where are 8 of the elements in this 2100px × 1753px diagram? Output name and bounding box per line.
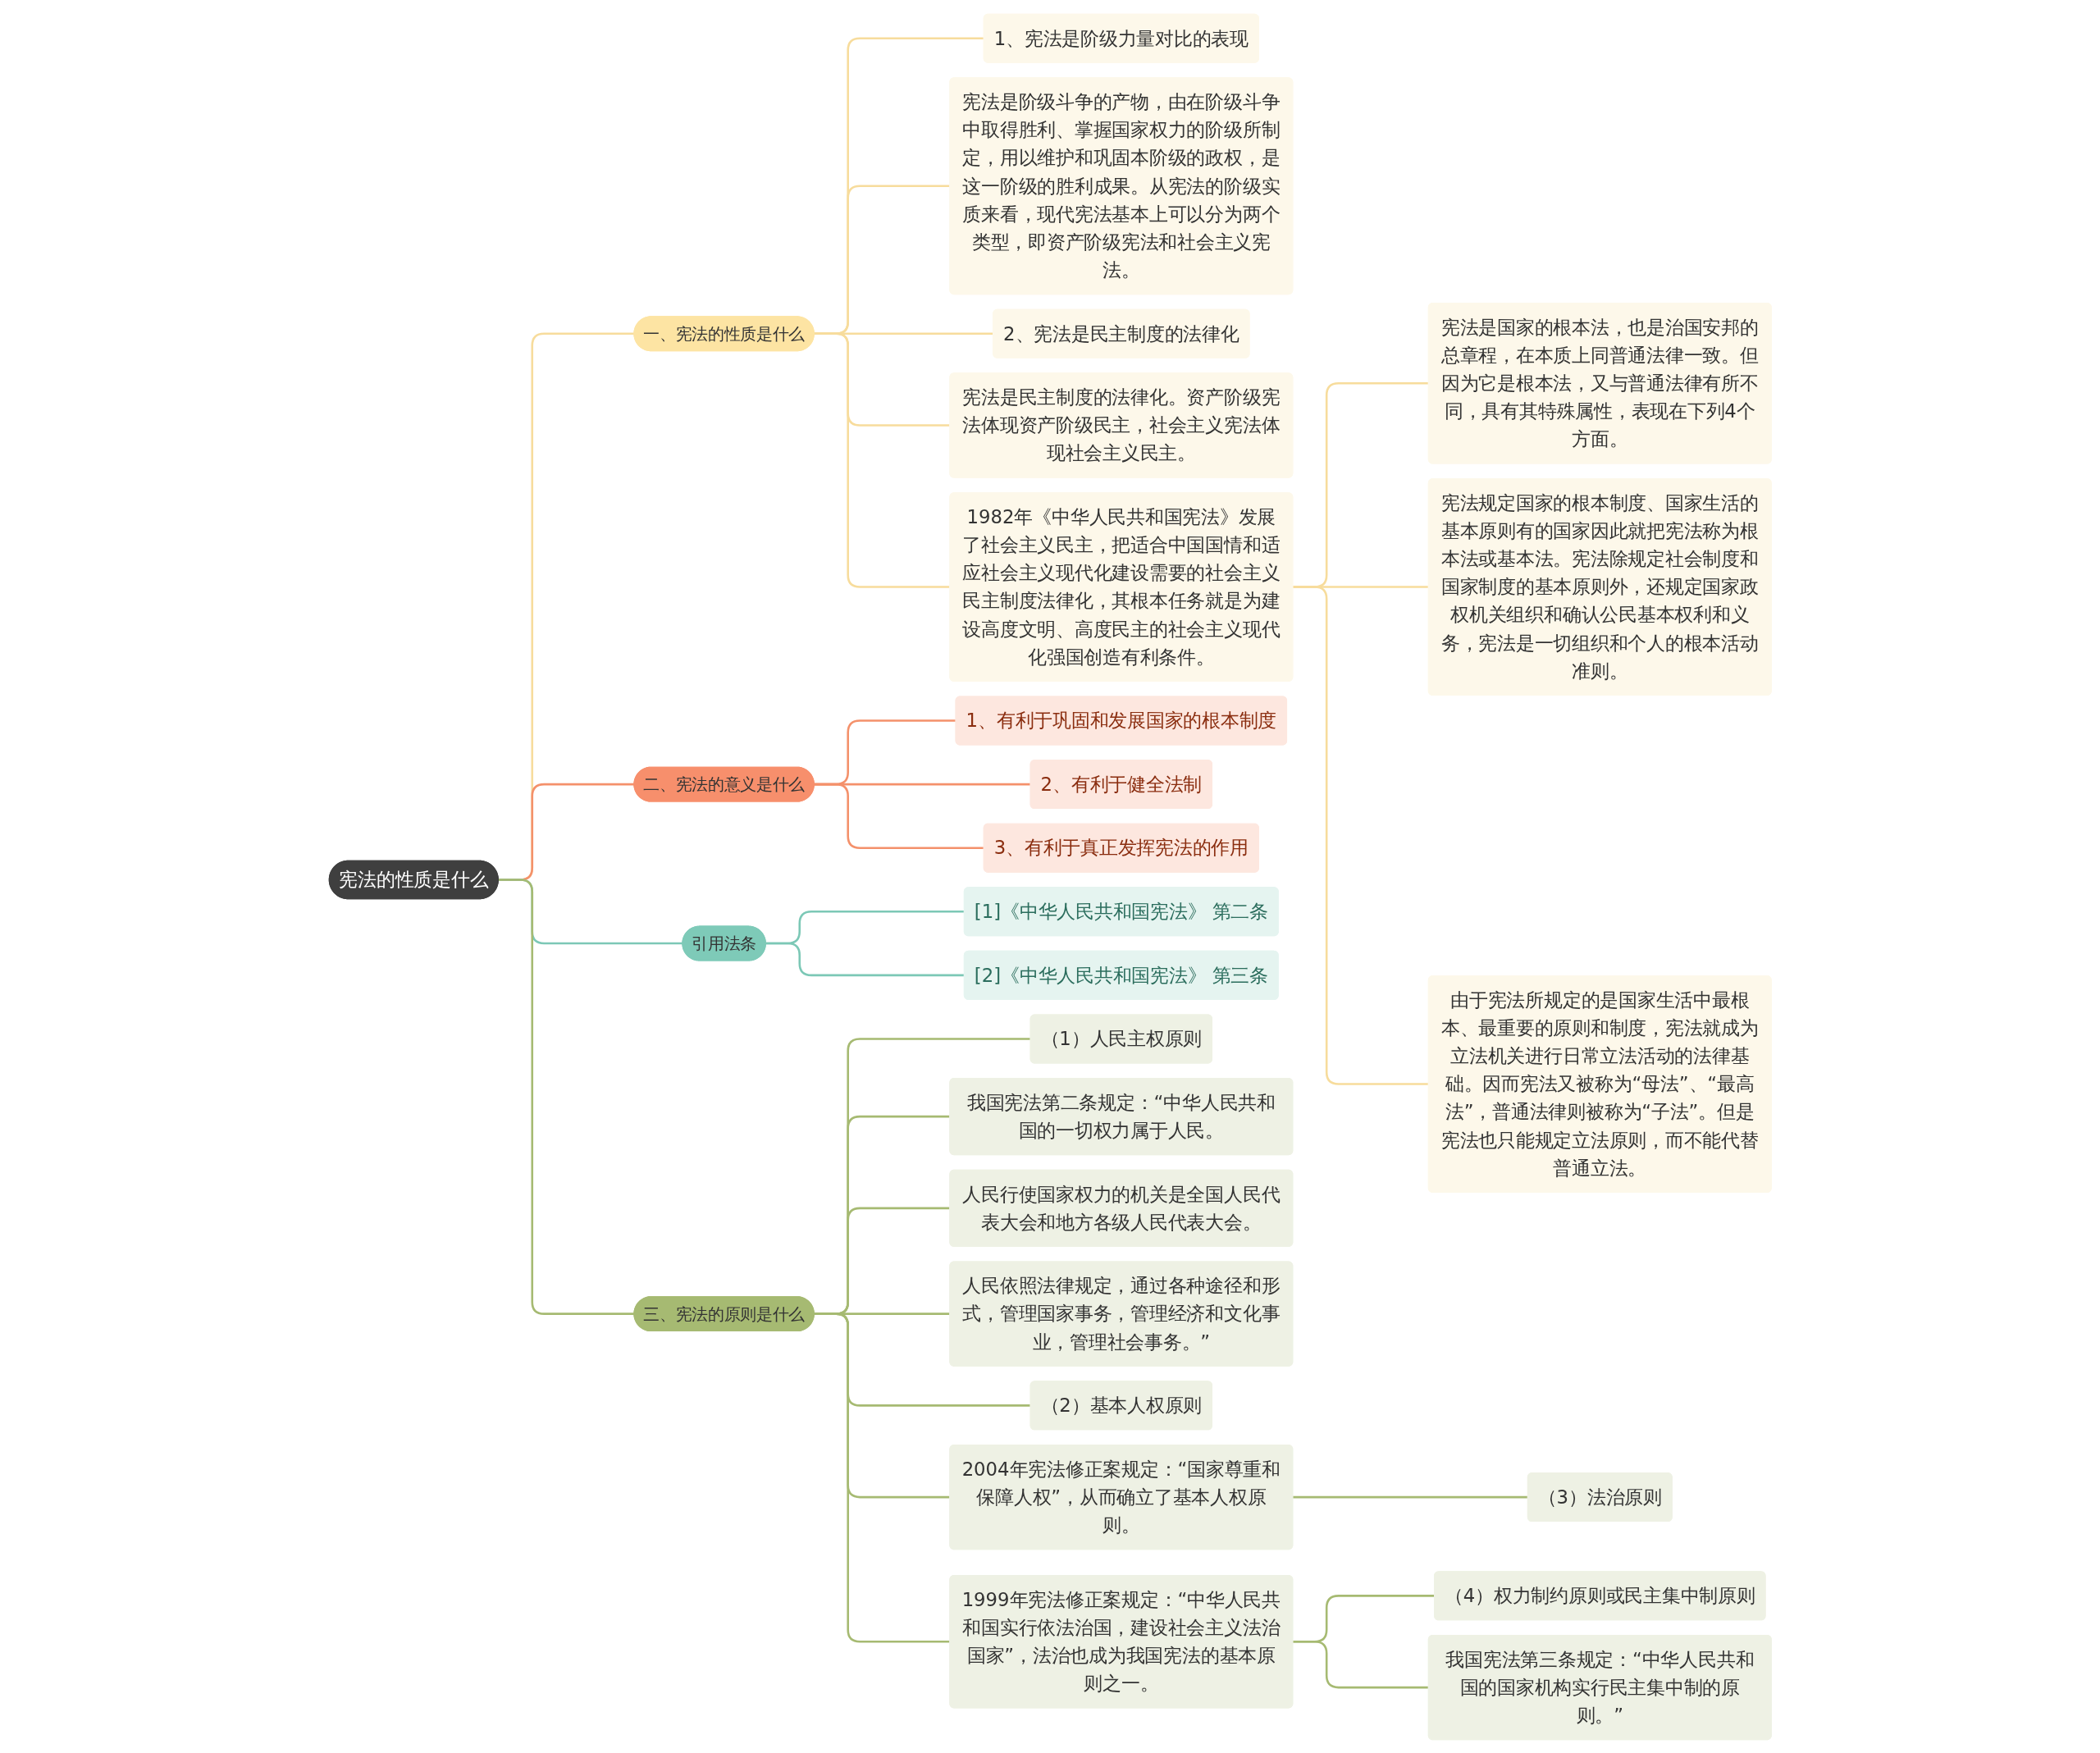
connector xyxy=(1292,1495,1528,1498)
connector xyxy=(814,331,950,588)
connector xyxy=(814,783,984,849)
connector xyxy=(1292,1640,1429,1688)
connector xyxy=(1292,585,1429,1085)
connector xyxy=(814,1312,950,1642)
connector xyxy=(498,878,634,1315)
connector xyxy=(765,942,965,976)
